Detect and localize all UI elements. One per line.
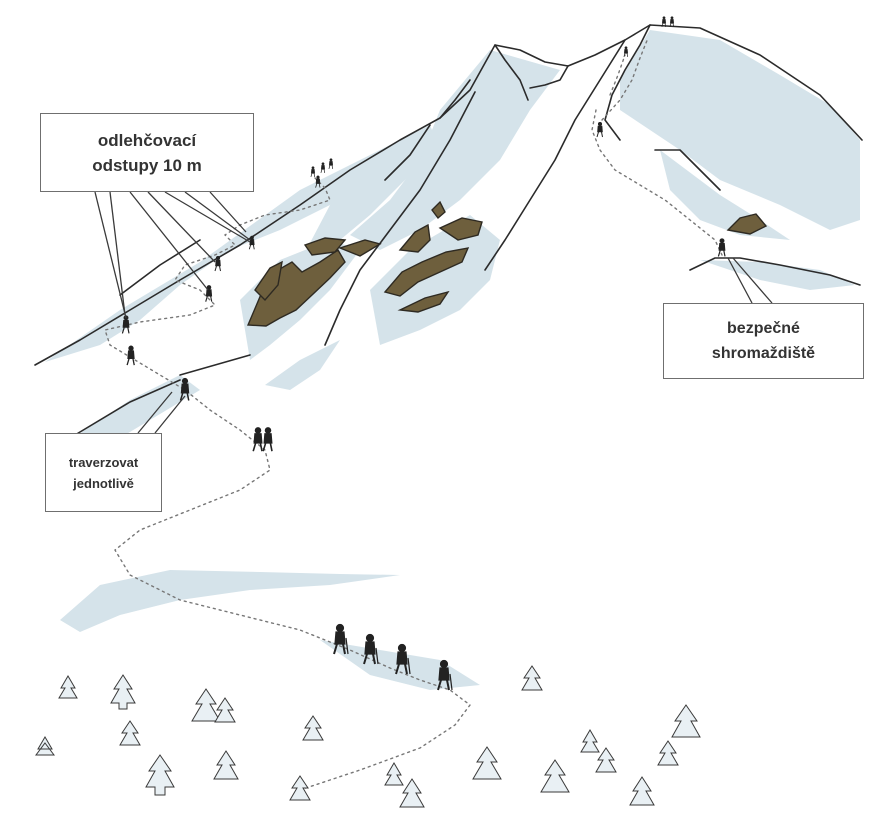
snowy-trees	[35, 665, 701, 808]
hiker-mid-pair	[252, 427, 273, 452]
hiker-switchbacks	[121, 158, 334, 334]
callout-traverse-line1: traverzovat	[68, 454, 139, 470]
callout-assembly-line1: bezpečné	[727, 320, 800, 337]
callout-safe-assembly-point: bezpečné shromaždiště	[663, 303, 864, 379]
mountain-outlines	[34, 24, 863, 439]
hiker-traverse	[126, 345, 190, 401]
hikers	[121, 16, 726, 691]
callout-relief-spacing-line1: odlehčovací	[97, 130, 197, 150]
hiker-right-route	[596, 16, 726, 257]
callout-traverse-line2: jednotlivě	[73, 475, 134, 491]
rock-outcrops	[246, 200, 768, 327]
callout-assembly-line2: shromaždiště	[711, 345, 816, 362]
hiker-lower-group	[333, 623, 453, 691]
callout-relief-spacing: odlehčovací odstupy 10 m	[40, 113, 254, 192]
callout-traverse-individually: traverzovat jednotlivě	[45, 433, 162, 512]
callout-relief-spacing-line2: odstupy 10 m	[92, 155, 202, 175]
trail-footprints	[104, 37, 723, 791]
callout-pointers	[94, 191, 773, 434]
